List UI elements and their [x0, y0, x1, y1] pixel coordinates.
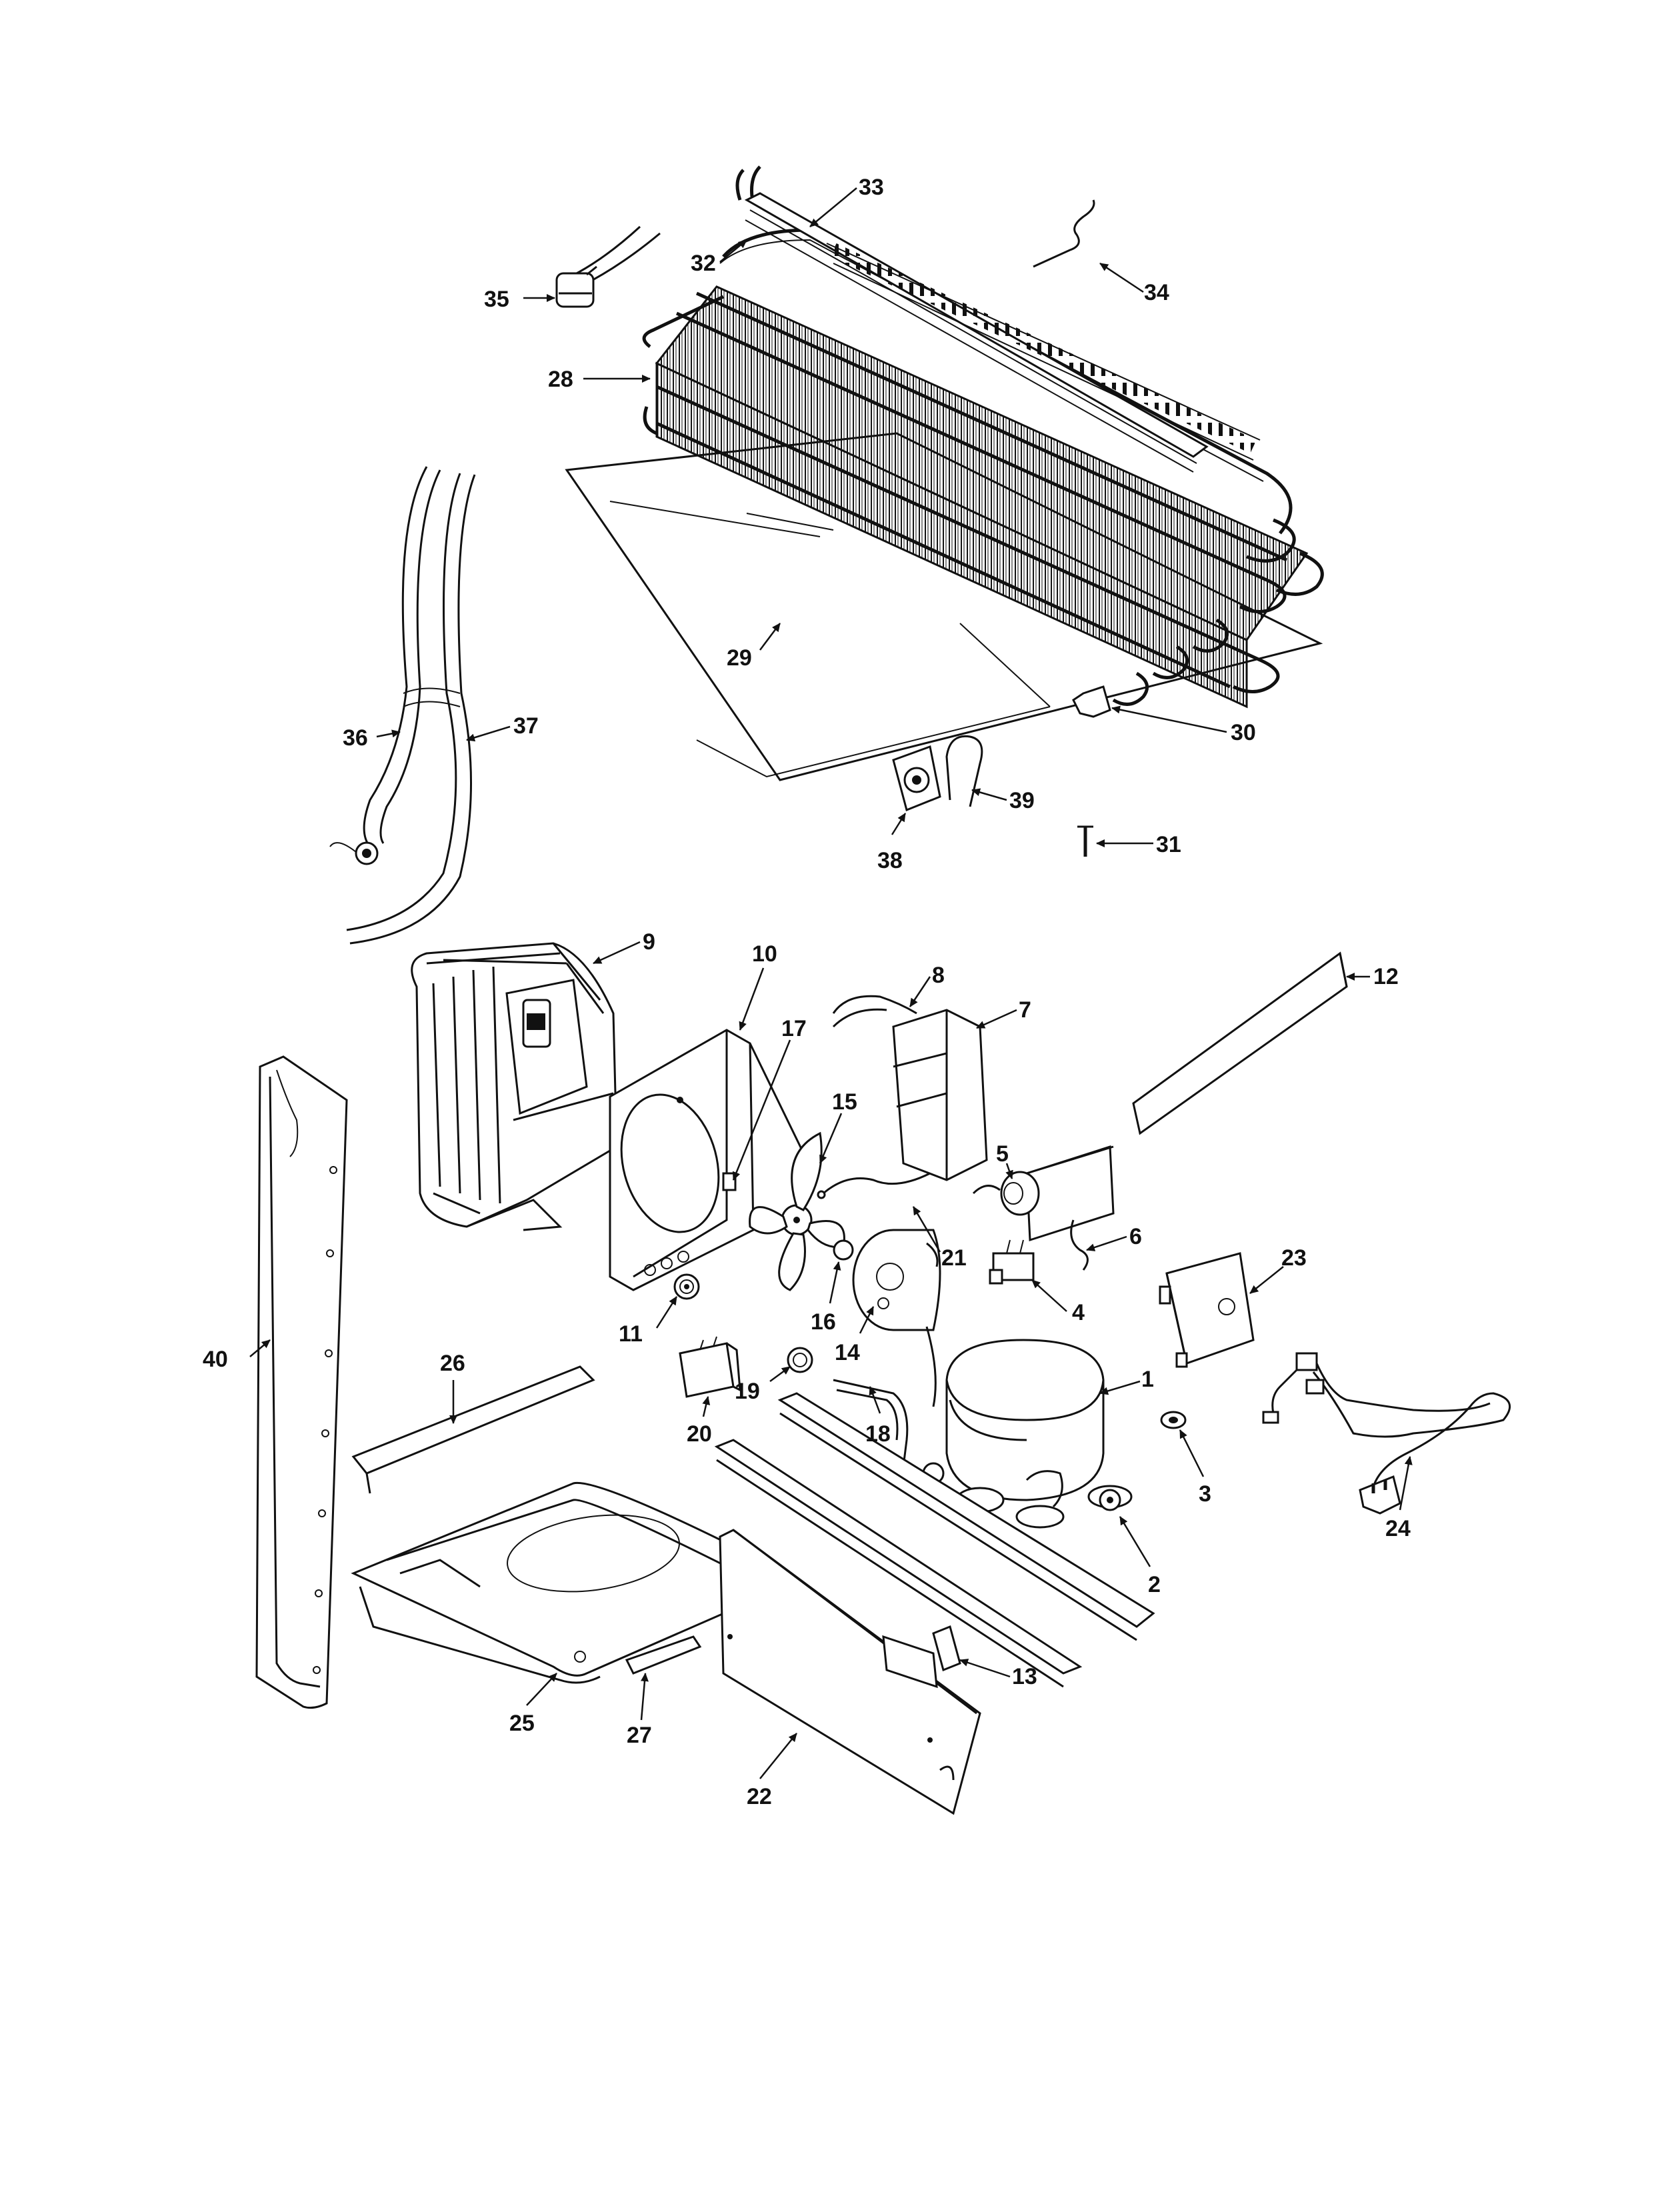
callout-6: 6 — [1129, 1224, 1142, 1249]
callout-39: 39 — [1009, 788, 1035, 813]
callout-32: 32 — [691, 251, 716, 276]
callout-10: 10 — [752, 941, 777, 967]
power-cord — [1262, 1352, 1511, 1515]
fan-washer — [833, 1239, 854, 1261]
callout-17: 17 — [781, 1016, 807, 1041]
rear-panel — [1025, 951, 1348, 1242]
callout-35: 35 — [484, 287, 509, 312]
callout-16: 16 — [811, 1309, 836, 1335]
callout-2: 2 — [1148, 1572, 1161, 1597]
callout-4: 4 — [1072, 1300, 1085, 1325]
fan-motor-wire — [833, 1379, 909, 1467]
callout-36: 36 — [343, 725, 368, 751]
callout-33: 33 — [859, 175, 884, 200]
fan-grommet — [673, 1273, 700, 1300]
compressor — [945, 1339, 1133, 1529]
callout-31: 31 — [1156, 832, 1181, 857]
callout-29: 29 — [727, 645, 752, 671]
leader-lines — [249, 187, 1413, 1779]
callout-15: 15 — [832, 1089, 857, 1115]
screw — [1077, 825, 1093, 857]
callout-40: 40 — [203, 1347, 228, 1372]
callout-18: 18 — [865, 1421, 891, 1447]
relay-cover — [892, 1009, 988, 1181]
callout-9: 9 — [643, 929, 655, 955]
callout-30: 30 — [1231, 720, 1256, 745]
callout-labels: 1 2 3 4 5 6 7 8 9 10 11 12 13 14 15 16 1… — [203, 175, 1411, 1809]
callout-23: 23 — [1281, 1245, 1307, 1271]
callout-8: 8 — [932, 963, 945, 988]
callout-22: 22 — [747, 1784, 772, 1809]
callout-14: 14 — [835, 1340, 860, 1365]
overload-protector — [972, 1171, 1040, 1216]
evaporator-assembly — [565, 165, 1324, 781]
callout-25: 25 — [509, 1711, 535, 1736]
fan-motor — [852, 1229, 941, 1407]
clip-wire — [1033, 199, 1095, 268]
callout-20: 20 — [687, 1421, 712, 1447]
callout-34: 34 — [1144, 280, 1169, 305]
thermostat-clamp — [555, 225, 661, 308]
drain-pan-rail — [351, 1365, 595, 1494]
side-gasket — [255, 1055, 348, 1709]
callout-1: 1 — [1141, 1367, 1154, 1392]
drain-grommet — [892, 745, 941, 812]
relay-harness — [832, 995, 917, 1015]
defrost-bracket — [882, 1625, 961, 1689]
callout-24: 24 — [1385, 1516, 1411, 1541]
evaporator-coil-fins-side — [655, 361, 1248, 709]
drain-pan-rear-rail — [625, 1635, 702, 1675]
drain-clip-u — [945, 735, 983, 807]
capillary-tube — [346, 473, 476, 945]
fan-blade — [749, 1131, 845, 1291]
suction-line — [329, 466, 441, 865]
callout-26: 26 — [440, 1351, 465, 1376]
callout-5: 5 — [996, 1141, 1009, 1167]
callout-28: 28 — [548, 367, 573, 392]
callout-38: 38 — [877, 848, 903, 873]
base-rail — [714, 1392, 1155, 1688]
callout-27: 27 — [627, 1723, 652, 1748]
callout-7: 7 — [1019, 997, 1031, 1023]
callout-11: 11 — [619, 1321, 643, 1347]
condenser — [411, 942, 618, 1231]
grommet — [787, 1347, 813, 1373]
fan-shroud — [609, 1029, 815, 1291]
callout-21: 21 — [941, 1245, 967, 1271]
start-relay — [989, 1239, 1035, 1285]
compressor-grommet — [1160, 1411, 1187, 1429]
defrost-timer — [1159, 1252, 1255, 1368]
callout-19: 19 — [735, 1379, 760, 1404]
drain-clip — [1072, 685, 1111, 718]
capacitor — [679, 1336, 741, 1398]
bottom-cover-panel — [719, 1529, 981, 1815]
callout-13: 13 — [1012, 1664, 1037, 1689]
callout-12: 12 — [1373, 964, 1399, 989]
callout-3: 3 — [1199, 1481, 1211, 1507]
callout-37: 37 — [513, 713, 539, 739]
compressor-lead — [1070, 1219, 1089, 1271]
